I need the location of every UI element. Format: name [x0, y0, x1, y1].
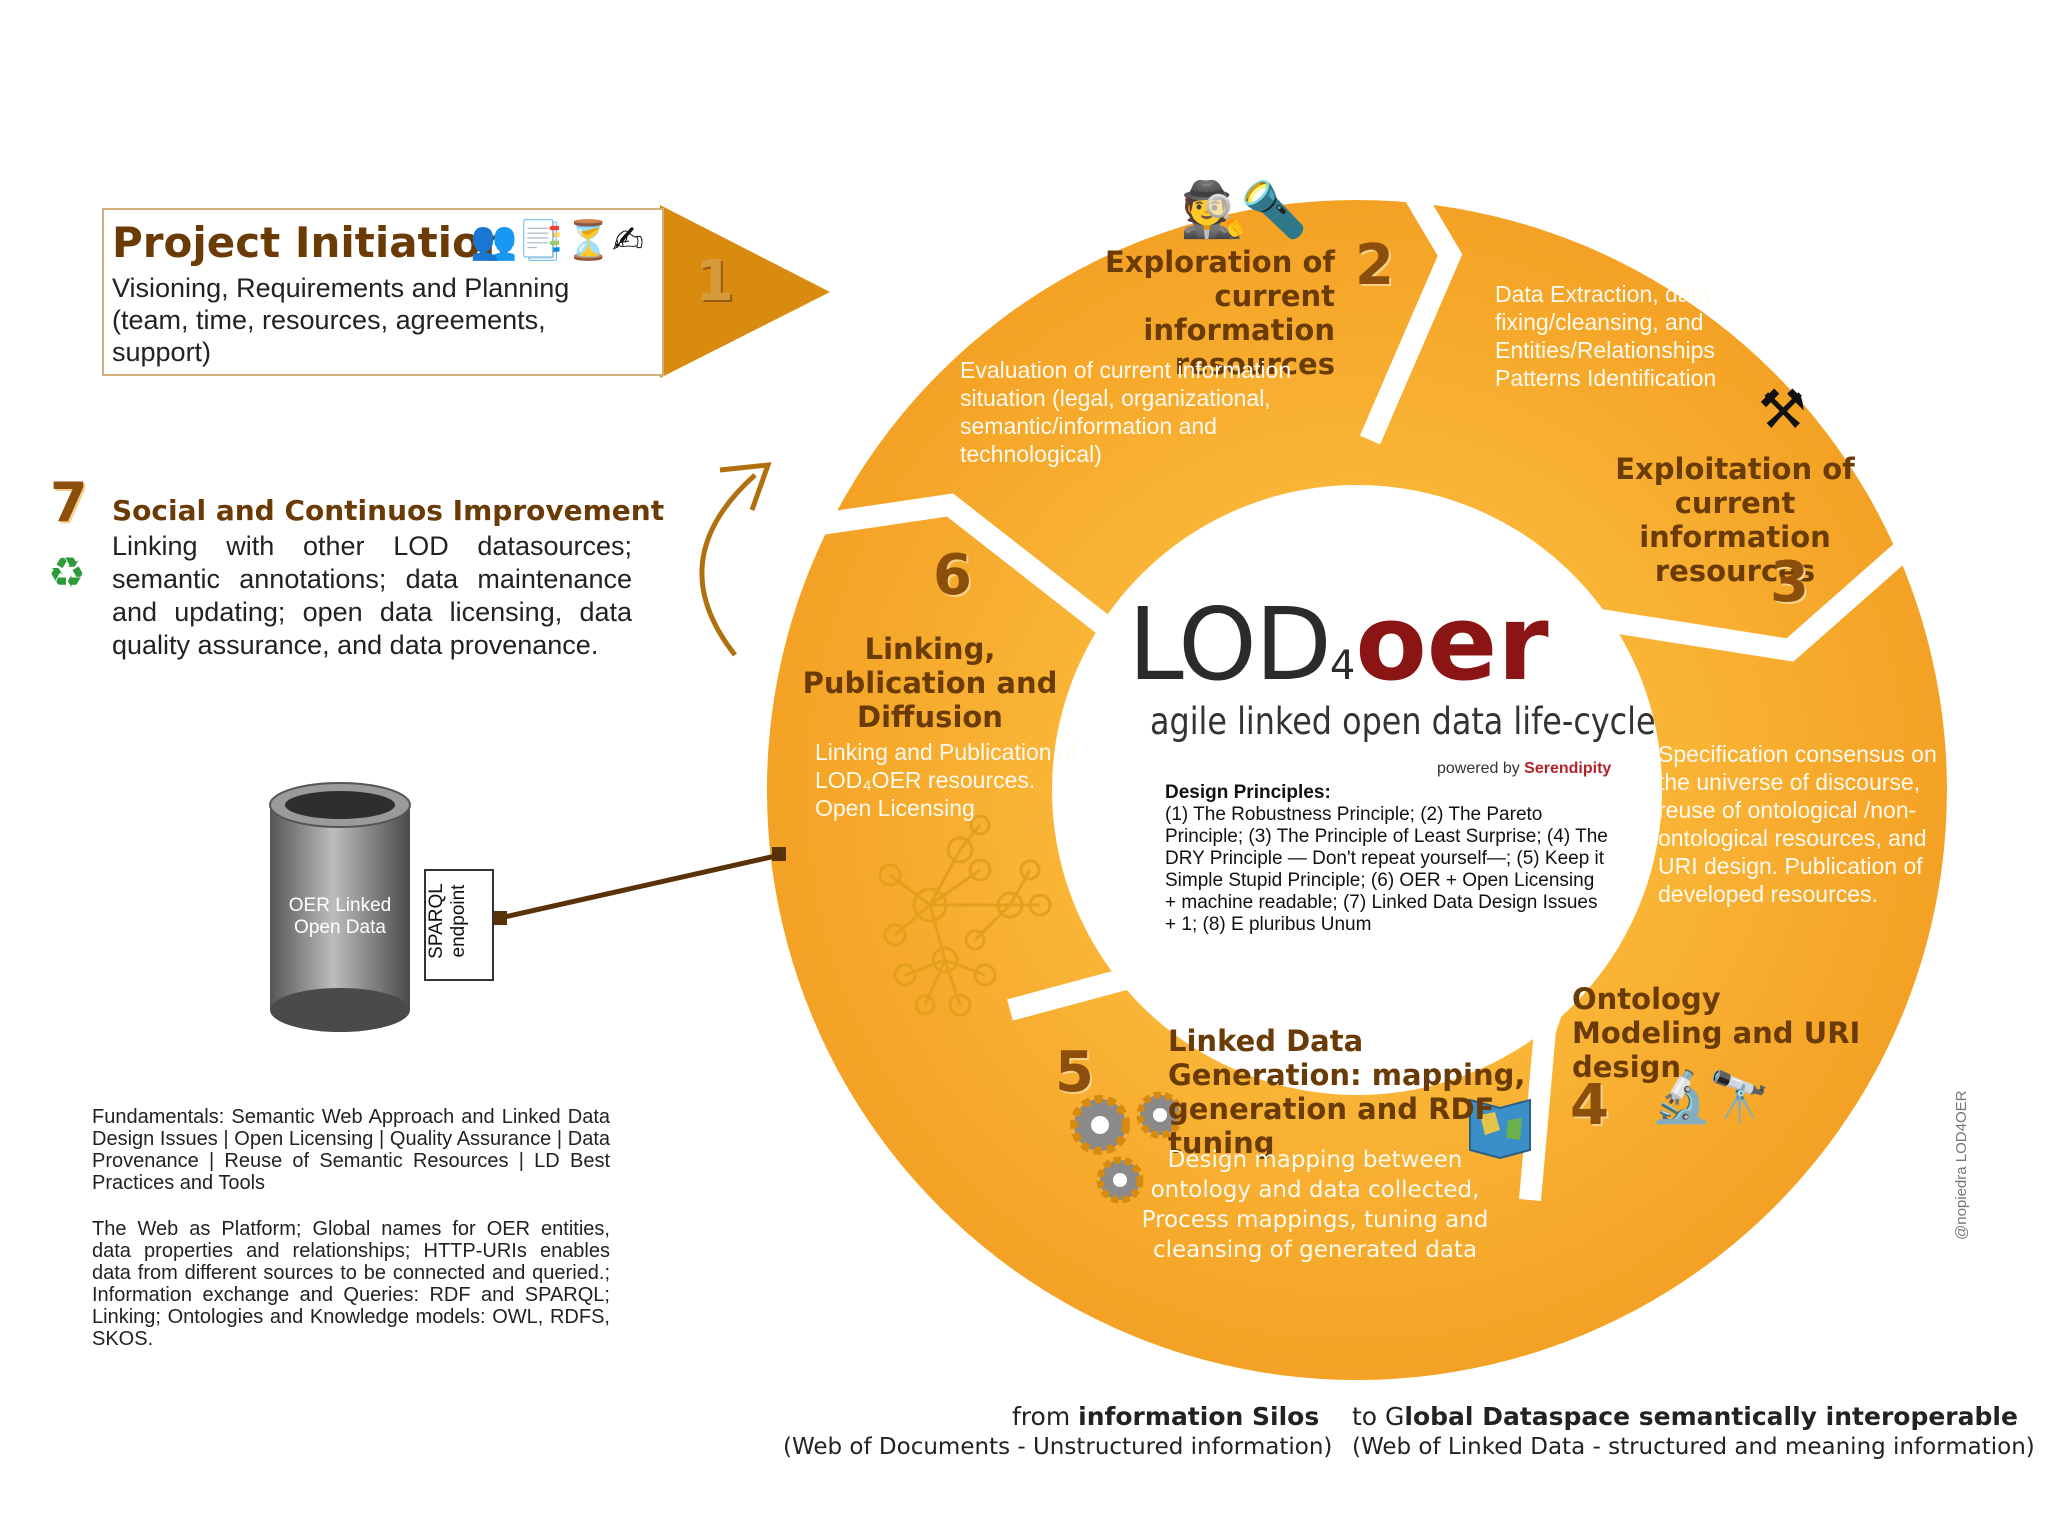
- footer-to-sub: (Web of Linked Data - structured and mea…: [1352, 1434, 2035, 1460]
- connector-end-right: [772, 847, 786, 861]
- endpoint-connector: [499, 852, 781, 921]
- segment-5-body: Design mapping between ontology and data…: [1141, 1147, 1489, 1263]
- flashlight-icon: 🔦: [1240, 178, 1308, 241]
- fundamentals-para-2: The Web as Platform; Global names for OE…: [92, 1218, 610, 1350]
- segment-3-title: Exploitation of current information reso…: [1615, 452, 1855, 588]
- footer-from-bold: information Silos: [1078, 1402, 1320, 1431]
- hammer-pick-icon: ⚒: [1758, 378, 1807, 441]
- initiation-number: 1: [695, 249, 734, 314]
- segment-4-body: Specification consensus on the universe …: [1658, 741, 1937, 907]
- initiation-icons: 👥📑⏳✍: [470, 218, 644, 263]
- initiation-box: [102, 208, 664, 376]
- improvement-body: Linking with other LOD datasources; sema…: [112, 531, 632, 660]
- segment-6-number: 6: [933, 543, 972, 608]
- sparql-endpoint-box: [424, 869, 494, 981]
- map-icon: [1469, 1098, 1531, 1160]
- improvement-arrowhead: [719, 462, 772, 511]
- improvement-number: 7: [50, 471, 88, 534]
- footer-to-prefix: to G: [1352, 1402, 1405, 1431]
- footer-to-bold: lobal Dataspace semantically interoperab…: [1404, 1402, 2018, 1431]
- footer-from: from information Silos: [1012, 1402, 1319, 1431]
- microscope-icon: 🔬: [1650, 1068, 1713, 1126]
- segment-6-body: Linking and Publication of LOD₄OER resou…: [815, 739, 1078, 821]
- hourglass-icon: ⏳: [564, 218, 612, 262]
- recycle-icon: ♻: [48, 548, 86, 597]
- database-label: OER Linked Open Data: [288, 895, 392, 938]
- powered-brand: Serendipity: [1524, 760, 1612, 777]
- detective-icon: 🕵: [1180, 178, 1248, 241]
- center-logo: LOD4oer: [1128, 582, 1549, 704]
- segment-3-body: Data Extraction, data fixing/cleansing, …: [1495, 281, 1717, 391]
- initiation-title: Project Initiation: [112, 218, 511, 267]
- segment-3-number: 3: [1770, 550, 1809, 615]
- network-icon: [878, 814, 1052, 1017]
- lifecycle-ring: [766, 200, 1947, 1380]
- segment-5-title: Linked Data Generation: mapping, generat…: [1168, 1024, 1526, 1160]
- segment-4-title: Ontology Modeling and URI design: [1572, 982, 1861, 1084]
- initiation-arrow: [660, 205, 830, 378]
- segment-6-title: Linking, Publication and Diffusion: [802, 632, 1058, 734]
- initiation-body: Visioning, Requirements and Planning (te…: [112, 273, 570, 367]
- footer-from-prefix: from: [1012, 1402, 1071, 1431]
- footer-to: to Global Dataspace semantically interop…: [1352, 1402, 2018, 1431]
- center-tagline: agile linked open data life-cycle: [1150, 700, 1656, 743]
- improvement-arrow: [699, 473, 757, 657]
- fundamentals-para-1: Fundamentals: Semantic Web Approach and …: [92, 1106, 610, 1194]
- segment-2-title: Exploration of current information resou…: [1104, 245, 1335, 381]
- gears-icon: [1070, 1091, 1184, 1204]
- credit: @nopiedra LOD4OER: [1953, 1090, 1970, 1240]
- writing-hand-icon: ✍: [611, 218, 644, 262]
- telescope-icon: 🔭: [1708, 1068, 1771, 1126]
- principles-body: (1) The Robustness Principle; (2) The Pa…: [1165, 804, 1608, 935]
- logo-subscript: 4: [1329, 643, 1356, 689]
- segment-2-body: Evaluation of current information situat…: [960, 357, 1292, 467]
- powered-prefix: powered by: [1437, 760, 1520, 777]
- segment-4-number: 4: [1570, 1073, 1609, 1138]
- segment-5-number: 5: [1055, 1040, 1094, 1105]
- principles-title: Design Principles:: [1165, 782, 1331, 803]
- segment-separators: [778, 114, 1968, 1201]
- database-icon: [269, 782, 411, 1032]
- footer-from-sub: (Web of Documents - Unstructured informa…: [783, 1434, 1333, 1460]
- improvement-title: Social and Continuos Improvement: [112, 494, 665, 527]
- logo-oer: oer: [1355, 582, 1549, 704]
- segment-2-number: 2: [1355, 233, 1394, 298]
- powered-by: powered by Serendipity: [1437, 760, 1611, 778]
- connector-end-left: [493, 911, 507, 925]
- sparql-endpoint-label: SPARQL endpoint: [426, 883, 469, 959]
- documents-icon: 📑: [517, 218, 565, 262]
- logo-lod: LOD: [1128, 586, 1332, 703]
- people-icon: 👥: [470, 218, 518, 262]
